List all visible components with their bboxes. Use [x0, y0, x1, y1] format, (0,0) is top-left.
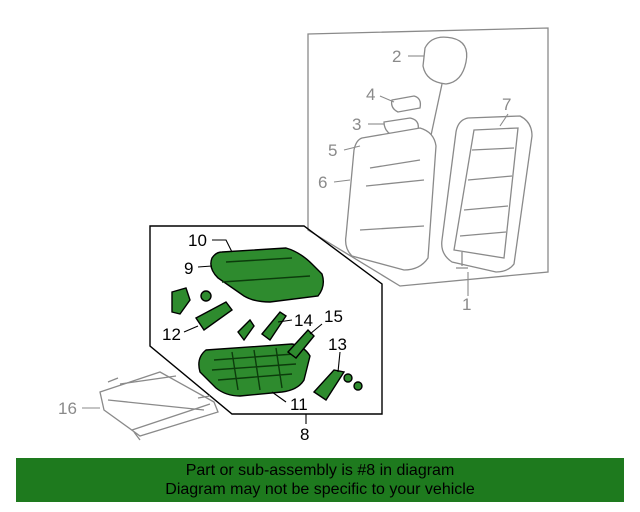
seat-back-assembly — [307, 27, 549, 287]
callout-15: 15 — [324, 307, 343, 326]
callout-4: 4 — [366, 85, 375, 104]
bolt-left — [200, 290, 212, 302]
leader-9 — [197, 265, 213, 268]
banner-line-1: Part or sub-assembly is #8 in diagram — [185, 462, 455, 479]
callout-16: 16 — [58, 399, 77, 418]
callout-labels: 1 2 3 4 5 6 7 8 9 10 11 12 13 14 15 16 — [58, 47, 511, 444]
callout-5: 5 — [328, 141, 337, 160]
banner-line-2: Diagram may not be specific to your vehi… — [165, 481, 475, 498]
seat-back-pad-seam — [359, 159, 425, 231]
rail-bolt-b — [353, 381, 363, 391]
seat-back-frame-wires — [459, 147, 515, 237]
link-15 — [286, 328, 315, 359]
leader-11 — [271, 391, 287, 403]
headrest-guide-upper — [390, 95, 422, 113]
seat-back-cover — [344, 127, 437, 271]
cushion-box — [149, 225, 383, 415]
seat-track-feet — [107, 377, 211, 441]
seat-track — [99, 371, 219, 441]
leader-12 — [183, 325, 199, 333]
callout-10: 10 — [188, 231, 207, 250]
seat-track-rails — [107, 375, 211, 431]
callout-12: 12 — [162, 325, 181, 344]
cushion-pad — [210, 247, 325, 303]
callout-9: 9 — [184, 259, 193, 278]
callout-8: 8 — [300, 425, 309, 444]
bracket-left-lower — [194, 301, 233, 331]
seat-track-frame — [99, 371, 219, 437]
leader-14 — [277, 319, 293, 323]
callout-14: 14 — [294, 311, 313, 330]
callout-11: 11 — [290, 395, 308, 414]
leader-5 — [343, 145, 361, 151]
recliner-bolt — [456, 252, 468, 269]
bracket-left-upper — [171, 287, 191, 315]
leader-15 — [309, 323, 323, 335]
callout-1: 1 — [462, 295, 471, 314]
seat-back-box — [307, 27, 549, 287]
leader-6 — [333, 179, 351, 183]
seat-back-frame — [441, 115, 533, 273]
leader-10 — [212, 239, 233, 253]
cushion-frame-springs — [211, 347, 297, 391]
cushion-pad-seam — [221, 257, 311, 283]
headrest — [422, 36, 468, 85]
headrest-post — [429, 83, 443, 141]
leader-lines — [82, 55, 509, 424]
side-rail — [312, 369, 346, 401]
callout-13: 13 — [328, 335, 347, 354]
info-banner: Part or sub-assembly is #8 in diagram Di… — [16, 458, 624, 502]
seat-cushion-assembly — [149, 225, 383, 415]
leader-7 — [499, 113, 509, 127]
rail-bolt-a — [343, 373, 353, 383]
link-small — [237, 318, 255, 342]
leader-13 — [337, 351, 341, 373]
callout-7: 7 — [502, 95, 511, 114]
link-14 — [260, 311, 287, 342]
callout-6: 6 — [318, 173, 327, 192]
cushion-frame — [198, 343, 311, 397]
callout-2: 2 — [392, 47, 401, 66]
callout-3: 3 — [352, 115, 361, 134]
leader-4 — [379, 95, 395, 103]
seat-back-frame-inner — [453, 127, 519, 259]
